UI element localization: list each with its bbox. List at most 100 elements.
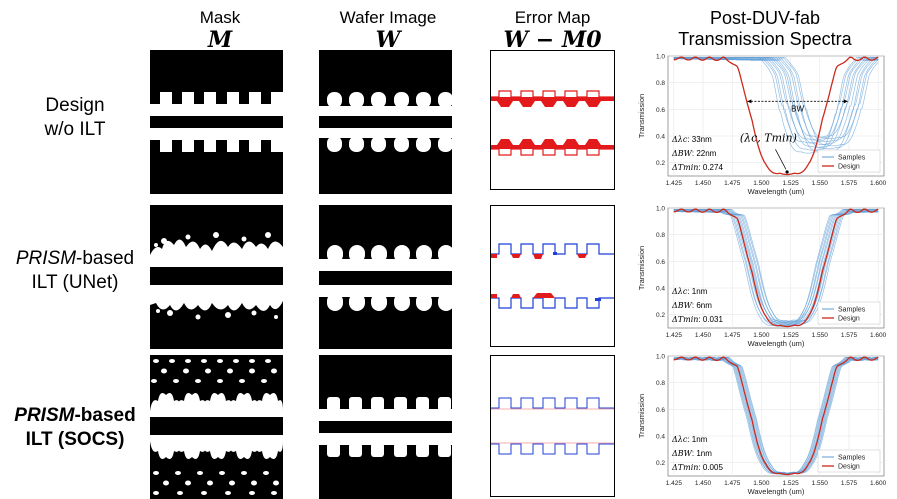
min-point-marker [785,170,789,174]
metric-label: Δλc: 1nm [671,435,708,444]
row-label-unet: PRISM-based ILT (UNet) [10,247,140,295]
error-map-design [490,50,615,190]
bw-label: BW [791,104,804,113]
header-mask: Mask M [160,8,280,52]
y-tick-label: 0.4 [656,134,665,141]
y-axis-label: Transmission [637,394,646,438]
row-label-socs-based: -based [74,405,136,426]
y-tick-label: 1.0 [656,54,665,61]
x-tick-label: 1.575 [841,180,858,187]
row-label-socs: PRISM-based ILT (SOCS) [10,404,140,452]
legend-samples-label: Samples [838,455,866,462]
mask-socs [150,355,283,499]
header-wafer-title: Wafer Image [339,8,437,27]
wafer-design [319,50,452,194]
x-tick-label: 1.475 [724,180,741,187]
y-tick-label: 0.6 [656,107,665,114]
metric-label: Δλc: 1nm [671,287,708,296]
x-tick-label: 1.550 [812,180,829,187]
y-tick-label: 0.6 [656,259,665,266]
x-tick-label: 1.500 [753,332,770,339]
row-label-unet-based: -based [76,248,135,269]
x-tick-label: 1.425 [666,480,683,487]
wafer-socs [319,355,452,499]
row-label-unet-line1: PRISM-based [10,247,140,271]
x-tick-label: 1.475 [724,332,741,339]
min-point-arrow [775,149,787,170]
legend-samples-label: Samples [838,307,866,314]
row-label-design: Design w/o ILT [10,94,140,142]
x-tick-label: 1.525 [782,332,799,339]
x-tick-label: 1.600 [870,180,887,187]
metric-label: ΔBW: 6nm [671,301,712,310]
sample-series-line [673,56,879,147]
design-series-line [673,56,879,176]
y-tick-label: 0.2 [656,460,665,467]
x-tick-label: 1.425 [666,180,683,187]
y-tick-label: 0.8 [656,80,665,87]
mask-design [150,50,283,194]
sample-series-line [673,208,879,325]
legend-design-label: Design [838,164,860,171]
x-tick-label: 1.500 [753,180,770,187]
metric-label: ΔTmin: 0.274 [671,163,723,172]
metric-label: ΔTmin: 0.031 [671,315,723,324]
x-axis-label: Wavelength (um) [748,339,805,348]
header-mask-symbol: M [207,27,233,53]
x-axis-label: Wavelength (um) [748,487,805,496]
row-label-socs-line2: ILT (SOCS) [25,429,125,450]
design-series-line [673,356,879,476]
x-tick-label: 1.425 [666,332,683,339]
y-axis-label: Transmission [637,94,646,138]
x-tick-label: 1.525 [782,180,799,187]
x-tick-label: 1.550 [812,332,829,339]
y-tick-label: 0.8 [656,232,665,239]
x-tick-label: 1.525 [782,480,799,487]
x-tick-label: 1.450 [695,180,712,187]
metric-label: ΔTmin: 0.005 [671,463,723,472]
legend-design-label: Design [838,316,860,323]
x-tick-label: 1.450 [695,480,712,487]
header-error-title: Error Map [514,8,591,27]
x-tick-label: 1.475 [724,480,741,487]
header-error-map: Error Map W − M0 [480,8,625,52]
row-label-unet-line2: ILT (UNet) [31,272,119,293]
y-tick-label: 0.2 [656,160,665,167]
error-map-socs [490,355,615,497]
header-wafer-symbol: W [375,27,401,53]
row-label-socs-prism: PRISM [14,405,75,426]
sample-series-line [673,356,879,475]
wafer-unet [319,205,452,349]
legend-design-label: Design [838,464,860,471]
row-label-unet-prism: PRISM [15,248,77,269]
y-tick-label: 0.2 [656,312,665,319]
metric-label: ΔBW: 22nm [671,149,717,158]
header-wafer-image: Wafer Image W [313,8,463,52]
header-spectra: Post-DUV-fab Transmission Spectra [640,8,890,50]
bw-arrow-head-left [747,99,752,104]
design-series-line [673,208,879,328]
y-axis-label: Transmission [637,246,646,290]
y-tick-label: 0.4 [656,434,665,441]
header-spectra-line1: Post-DUV-fab [709,8,821,28]
row-label-design-line2: w/o ILT [44,119,106,140]
x-tick-label: 1.550 [812,480,829,487]
metric-label: ΔBW: 1nm [671,449,712,458]
bw-arrow-head-right [843,99,848,104]
row-label-socs-line1: PRISM-based [10,404,140,428]
x-axis-label: Wavelength (um) [748,187,805,196]
x-tick-label: 1.500 [753,480,770,487]
row-label-design-line1: Design [45,95,105,116]
y-tick-label: 0.4 [656,286,665,293]
x-tick-label: 1.575 [841,332,858,339]
spectrum-chart-design: 1.425 1.450 1.475 1.500 1.525 1.550 1.575 1.600… [637,54,887,197]
mask-unet [150,205,283,349]
x-tick-label: 1.600 [870,332,887,339]
legend-samples-label: Samples [838,155,866,162]
header-mask-title: Mask [199,8,241,27]
header-error-symbol: W − M0 [503,27,602,53]
y-tick-label: 1.0 [656,354,665,361]
metric-label: Δλc: 33nm [671,135,712,144]
